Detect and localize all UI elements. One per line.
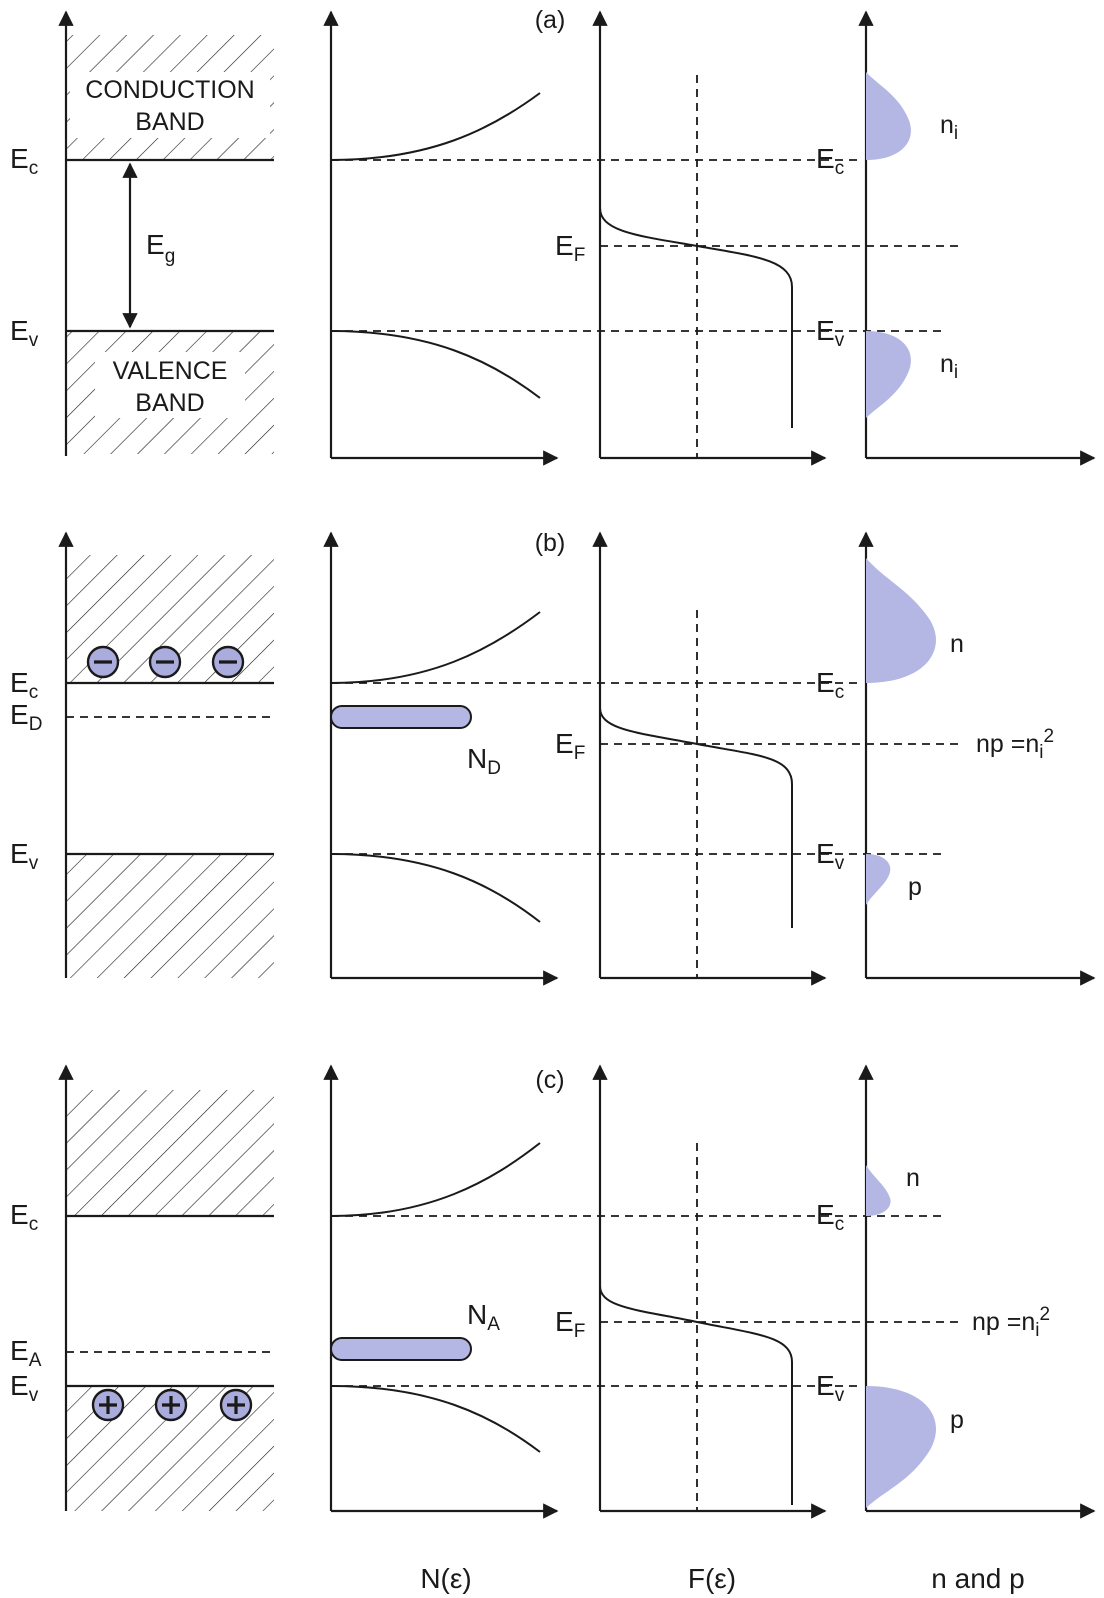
ec-label-right-c: Ec <box>816 1199 844 1235</box>
valence-dos-curve-c <box>330 1385 541 1453</box>
conduction-band-label-line2: BAND <box>135 108 204 136</box>
ec-label-b: Ec <box>10 667 38 703</box>
conduction-band-label-line1: CONDUCTION <box>85 76 254 104</box>
ev-label-c: Ev <box>10 1370 39 1406</box>
fermi-curve-b <box>599 707 793 928</box>
hole-distribution-a <box>866 331 911 418</box>
valence-dos-curve-b <box>330 853 541 923</box>
valence-band-label-line2: BAND <box>135 389 204 417</box>
panel-b: Ec ED Ev ND EF Ec Ev n p np =ni2 (b) <box>10 529 1096 986</box>
conduction-band-hatch-c <box>66 1090 274 1216</box>
valence-band-label-line1: VALENCE <box>113 357 228 385</box>
fermi-curve-a <box>599 207 793 428</box>
na-label: NA <box>467 1299 500 1335</box>
p-label-c: p <box>950 1406 964 1434</box>
ev-label-b: Ev <box>10 838 39 874</box>
acceptor-hole-1 <box>91 1388 125 1422</box>
valence-band-hatch-b <box>66 854 274 978</box>
ec-label-a: Ec <box>10 143 38 179</box>
p-label-b: p <box>908 873 922 901</box>
conduction-dos-curve-c <box>330 1142 541 1217</box>
panel-tag-c: (c) <box>535 1066 564 1094</box>
ec-label-c: Ec <box>10 1199 38 1235</box>
conduction-dos-curve-a <box>330 92 541 161</box>
mass-action-label-b: np =ni2 <box>976 726 1054 763</box>
ev-label-right-b: Ev <box>816 838 845 874</box>
ni-label-top-a: ni <box>940 111 958 144</box>
ni-label-bottom-a: ni <box>940 350 958 383</box>
ed-label: ED <box>10 699 42 735</box>
valence-dos-curve-a <box>330 330 541 399</box>
fermi-axis-caption: F(ε) <box>688 1563 736 1594</box>
n-label-b: n <box>950 630 964 658</box>
ev-label-a: Ev <box>10 315 39 351</box>
donor-electron-2 <box>148 645 182 679</box>
panel-c: Ec EA Ev NA EF Ec Ev n p np =ni2 (c) <box>10 1064 1096 1519</box>
ef-label-a: EF <box>555 230 585 266</box>
ec-label-right-b: Ec <box>816 667 844 703</box>
dos-axis-caption: N(ε) <box>420 1563 471 1594</box>
hole-distribution-b <box>866 854 891 905</box>
panel-a: CONDUCTION BAND VALENCE BAND Ec Ev Eg EF… <box>10 6 1096 466</box>
hole-distribution-c <box>866 1386 936 1508</box>
eg-label: Eg <box>146 229 175 267</box>
n-label-c: n <box>906 1164 920 1192</box>
ea-label: EA <box>10 1335 42 1371</box>
ev-label-right-c: Ev <box>816 1370 845 1406</box>
ev-label-right-a: Ev <box>816 315 845 351</box>
panel-tag-a: (a) <box>535 6 566 34</box>
ef-label-b: EF <box>555 728 585 764</box>
ef-label-c: EF <box>555 1306 585 1342</box>
conduction-label-bg <box>70 72 270 138</box>
ec-label-right-a: Ec <box>816 143 844 179</box>
panel-tag-b: (b) <box>535 529 566 557</box>
donor-electron-3 <box>211 645 245 679</box>
acceptor-hole-3 <box>219 1388 253 1422</box>
electron-distribution-a <box>866 72 911 160</box>
donor-electron-1 <box>86 645 120 679</box>
valence-label-bg <box>95 352 245 418</box>
donor-states-bar <box>330 705 472 729</box>
electron-distribution-c <box>866 1165 891 1216</box>
carriers-axis-caption: n and p <box>931 1563 1024 1594</box>
fermi-curve-c <box>599 1285 793 1505</box>
acceptor-states-bar <box>330 1337 472 1361</box>
nd-label: ND <box>467 743 501 779</box>
conduction-dos-curve-b <box>330 611 541 684</box>
electron-distribution-b <box>866 558 936 683</box>
acceptor-hole-2 <box>154 1388 188 1422</box>
mass-action-label-c: np =ni2 <box>972 1304 1050 1341</box>
